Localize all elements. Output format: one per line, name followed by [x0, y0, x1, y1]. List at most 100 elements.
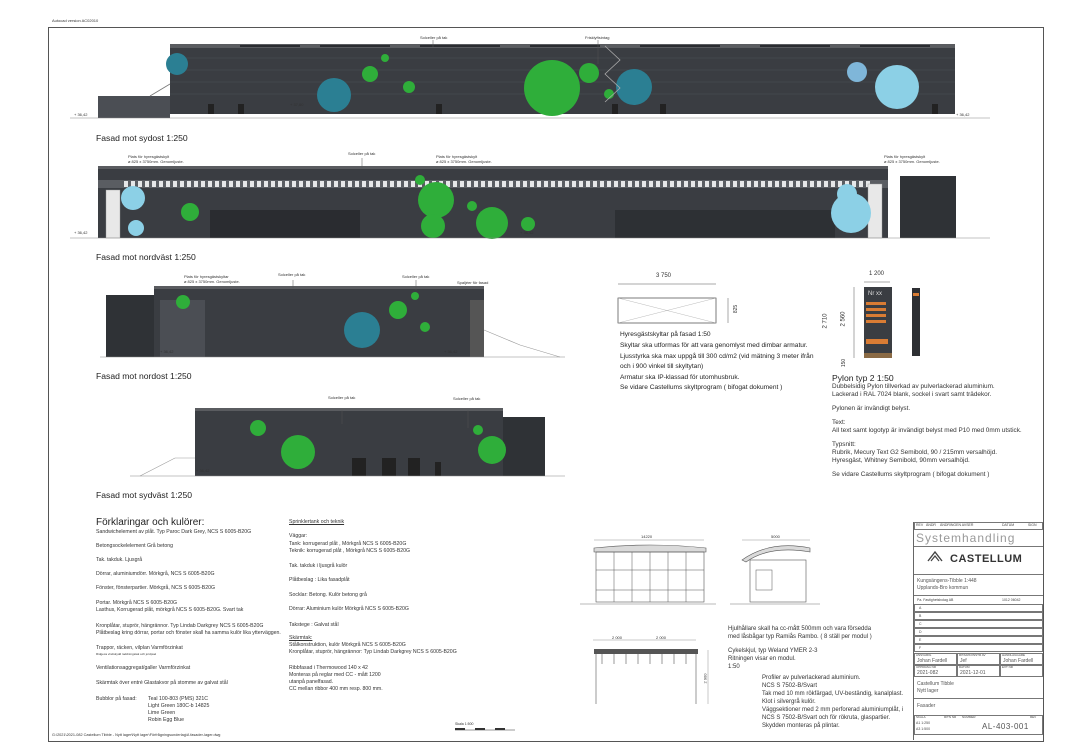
window-pane [789, 181, 793, 187]
window-pane [355, 181, 359, 187]
pylon-sign-text: Nr xx [868, 291, 882, 297]
window-pane [348, 181, 352, 187]
bike-shed-roof [593, 544, 707, 553]
bubble [467, 201, 477, 211]
pylon-desc-2: Lackerad i RAL 7024 blank, sockel i svar… [832, 391, 992, 398]
window-pane [488, 181, 492, 187]
facade-sydost-annex [98, 96, 170, 118]
legend-heading: Förklaringar och kulörer: [96, 517, 205, 528]
window-pane [208, 181, 212, 187]
label-solceller-nordost-1: Solceller på tak [278, 272, 306, 277]
title-sydost: Fasad mot sydost 1:250 [96, 133, 188, 143]
window-pane [159, 181, 163, 187]
org-id: 1012 06042 [1002, 598, 1021, 602]
bike-dim-side: 5000 [771, 534, 780, 539]
window-pane [369, 181, 373, 187]
bubble [415, 175, 425, 185]
pylon-typeface-2: Hyresgäst, Whitney Semibold, 90mm versal… [832, 457, 970, 464]
window-pane [509, 181, 513, 187]
sprinkler-tank-nordvast [900, 176, 956, 238]
window-pane [516, 181, 520, 187]
bubble [473, 425, 483, 435]
drawing-frame [48, 27, 1044, 742]
window-pane [425, 181, 429, 187]
label-solceller-sydvast-2: Solceller på tak [453, 396, 481, 401]
label-solceller-nordost-2: Solceller på tak [402, 274, 430, 279]
window-pane [502, 181, 506, 187]
level-sydost-mid: + 37,60 [290, 102, 304, 107]
pylon-width-dim: 1 200 [869, 271, 885, 277]
window-pane [677, 181, 681, 187]
bubble [250, 420, 266, 436]
bubble [128, 220, 144, 236]
window-pane [166, 181, 170, 187]
doors-sydost [208, 104, 938, 114]
window-pane [859, 181, 863, 187]
label-spaljeer: Spaljéer för fasad [457, 280, 489, 285]
level-sydost-left: + 36,42 [74, 112, 88, 117]
bike-dim-a: 2 000 [612, 635, 623, 640]
bubble [362, 66, 378, 82]
window-pane [138, 181, 142, 187]
level-sydvast: + 36,42 [196, 468, 210, 473]
window-pane [628, 181, 632, 187]
pylon-lit: Pylonen är invändigt belyst. [832, 405, 911, 412]
window-pane [607, 181, 611, 187]
window-pane [579, 181, 583, 187]
window-pane [236, 181, 240, 187]
rev-header-row [914, 522, 1043, 530]
window-pane [810, 181, 814, 187]
window-pane [180, 181, 184, 187]
drawing-content: Fasader [917, 703, 936, 709]
window-pane [264, 181, 268, 187]
window-pane [397, 181, 401, 187]
window-pane [684, 181, 688, 187]
window-pane [481, 181, 485, 187]
window-pane [173, 181, 177, 187]
bike-rack-beam [594, 649, 698, 654]
window-pane [131, 181, 135, 187]
window-pane [383, 181, 387, 187]
datum: 2021-12-01 [960, 670, 986, 676]
sprinkler-tank-nordost [106, 295, 154, 357]
window-pane [817, 181, 821, 187]
window-pane [614, 181, 618, 187]
bubble [421, 214, 445, 238]
bubble [476, 207, 508, 239]
company-name: CASTELLUM [950, 553, 1023, 565]
window-pane [705, 181, 709, 187]
bubble [166, 53, 188, 75]
stage-label: Systemhandling [916, 531, 1016, 545]
window-pane [537, 181, 541, 187]
footer-path: G:\2021\2021-082 Castellum Tibble - Nytt… [52, 733, 221, 737]
label-frisklyft: Frisklyftsintag [585, 35, 610, 40]
window-pane [649, 181, 653, 187]
ritad: Jef [960, 658, 967, 664]
sign-nordvast-mid: Plats för hyresgästskylt ø 825 x 3750mm.… [436, 154, 492, 164]
window-pane [341, 181, 345, 187]
window-pane [761, 181, 765, 187]
window-pane [278, 181, 282, 187]
label-solceller-sydvast-1: Solceller på tak [328, 395, 356, 400]
bubble [281, 435, 315, 469]
window-pane [285, 181, 289, 187]
window-pane [320, 181, 324, 187]
sign-width-dim: 3 750 [656, 273, 672, 279]
window-pane [145, 181, 149, 187]
facade-sydvast-wall [195, 410, 503, 476]
title-block: REV ÄNDR ÄNDRINGEN AVSER DATUM SIGN Syst… [913, 522, 1043, 740]
window-pane [292, 181, 296, 187]
level-nordost-left: + 36,42 [160, 349, 174, 354]
window-pane [663, 181, 667, 187]
bubble [181, 203, 199, 221]
bubble [121, 186, 145, 210]
org-name: Pa. Fastighetsbolag AB [917, 598, 954, 602]
window-pane [334, 181, 338, 187]
bubble [381, 54, 389, 62]
window-pane [124, 181, 128, 187]
window-pane [474, 181, 478, 187]
window-pane [411, 181, 415, 187]
sprinkler-tank-sydvast [503, 417, 545, 476]
